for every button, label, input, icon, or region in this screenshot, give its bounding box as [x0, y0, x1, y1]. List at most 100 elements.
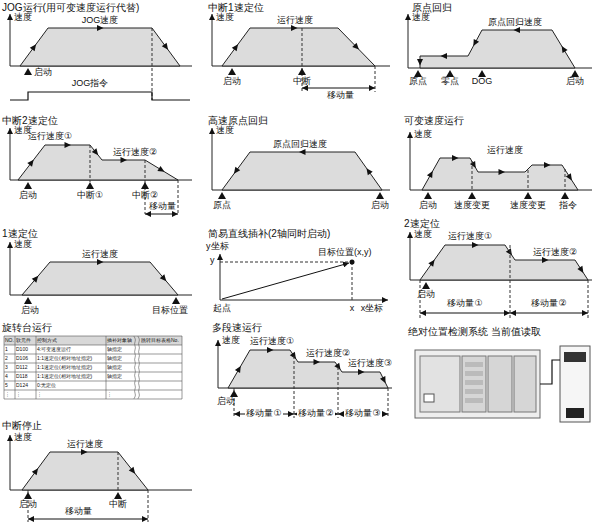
- label: 启动: [419, 201, 437, 211]
- table-rule: [4, 390, 182, 391]
- plc-unit: [415, 350, 540, 418]
- label: 运行速度③: [348, 359, 392, 369]
- label: 4:可变速度运行: [37, 347, 71, 353]
- speed-profile: [228, 350, 388, 388]
- label: 移动量②: [531, 299, 566, 309]
- event-marker: [230, 390, 238, 397]
- label: 起点: [213, 304, 231, 314]
- label: 启动: [371, 201, 389, 211]
- encoder-cable: [540, 360, 560, 384]
- label: 简易直线插补(2轴同时启动): [208, 228, 330, 239]
- event-marker: [422, 282, 430, 289]
- direction-arrow: [232, 42, 241, 51]
- direction-arrow: [65, 142, 72, 148]
- direction-arrow: [441, 53, 448, 59]
- table-rule: [36, 336, 37, 399]
- speed-axis: [10, 128, 11, 180]
- table-rule: [4, 345, 182, 346]
- table-header-band: [4, 336, 182, 345]
- direction-arrow: [30, 42, 39, 51]
- label: 1:1速定位(相对地址指定): [37, 374, 92, 380]
- label: 1:1速定位(相对地址指定): [37, 356, 92, 362]
- speed-profile: [422, 158, 578, 190]
- table-rule: [4, 372, 182, 373]
- speed-profile: [22, 262, 178, 295]
- label: JOG指令: [72, 79, 109, 89]
- speed-profile: [222, 152, 382, 190]
- direction-arrow: [92, 148, 101, 157]
- speed-axis: [408, 14, 409, 68]
- event-marker: [114, 492, 122, 499]
- terminal-row: [465, 389, 483, 394]
- label: 原点回归速度: [488, 18, 542, 28]
- event-marker: [172, 297, 180, 304]
- label: ⋮: [5, 392, 10, 398]
- direction-arrow: [267, 347, 274, 353]
- label: 速度: [14, 433, 32, 443]
- label: 2速定位: [404, 218, 440, 229]
- label: 轴指定: [107, 374, 122, 380]
- event-marker: [218, 192, 226, 199]
- direction-arrow: [452, 155, 459, 161]
- table-rule: [4, 354, 182, 355]
- target-point: [350, 260, 355, 265]
- terminal-row: [465, 380, 483, 385]
- table-rule: [182, 336, 183, 399]
- table-rule: [15, 336, 16, 399]
- label: 运行速度: [67, 440, 103, 450]
- label: 移动量: [149, 202, 176, 212]
- label: 2: [5, 356, 8, 362]
- direction-arrow: [358, 369, 365, 375]
- label: 运行速度①: [28, 132, 72, 142]
- label: 零点: [441, 77, 459, 87]
- direction-arrow: [121, 157, 128, 163]
- label: 速度: [14, 13, 32, 23]
- label: 启动: [19, 500, 37, 510]
- direction-arrow: [544, 162, 551, 168]
- drawing: [4, 14, 592, 522]
- plc-io-module: [462, 356, 486, 412]
- label: D106: [16, 356, 28, 362]
- label: y: [210, 256, 215, 266]
- direction-arrow: [499, 169, 506, 175]
- event-marker: [468, 192, 476, 199]
- direction-arrow: [291, 25, 298, 31]
- dashed-guide: [472, 161, 473, 190]
- table-rule: [4, 381, 182, 382]
- plc-port: [424, 394, 434, 402]
- direction-arrow: [566, 173, 575, 182]
- label: 速度变更: [454, 201, 490, 211]
- label: 旋转台运行: [2, 322, 52, 333]
- terminal-row: [465, 371, 483, 376]
- label: NO.: [5, 338, 14, 344]
- dashed-guide: [152, 28, 153, 100]
- direction-arrow: [160, 274, 169, 283]
- direction-arrow: [32, 274, 41, 283]
- event-marker: [424, 192, 432, 199]
- label: ⋮: [37, 392, 42, 398]
- label: 启动: [19, 191, 37, 201]
- label: 移动量: [327, 91, 354, 101]
- event-marker: [561, 192, 569, 199]
- jog-command-signal: [10, 92, 190, 100]
- label: 1:1速定位(相对地址指定): [37, 365, 92, 371]
- label: 运行速度②: [306, 349, 350, 359]
- event-marker: [141, 182, 149, 189]
- label: 移动量③: [344, 409, 381, 419]
- label: 运行速度①: [448, 232, 492, 242]
- direction-arrow: [314, 359, 321, 365]
- label: 绝对位置检测系统 当前值读取: [408, 326, 541, 337]
- event-marker: [24, 68, 32, 75]
- x-axis: [220, 300, 388, 301]
- speed-profile: [22, 452, 148, 490]
- label: 运行速度: [82, 250, 118, 260]
- label: 轴指定: [107, 356, 122, 362]
- speed-axis: [218, 340, 219, 388]
- label: 3: [5, 365, 8, 371]
- label: 可变速度运行: [404, 115, 464, 126]
- label: 轴指定: [107, 365, 122, 371]
- dimension-line: [510, 313, 588, 314]
- label: D118: [16, 374, 28, 380]
- label: 中断①: [77, 191, 103, 201]
- label: 运行速度: [487, 146, 523, 156]
